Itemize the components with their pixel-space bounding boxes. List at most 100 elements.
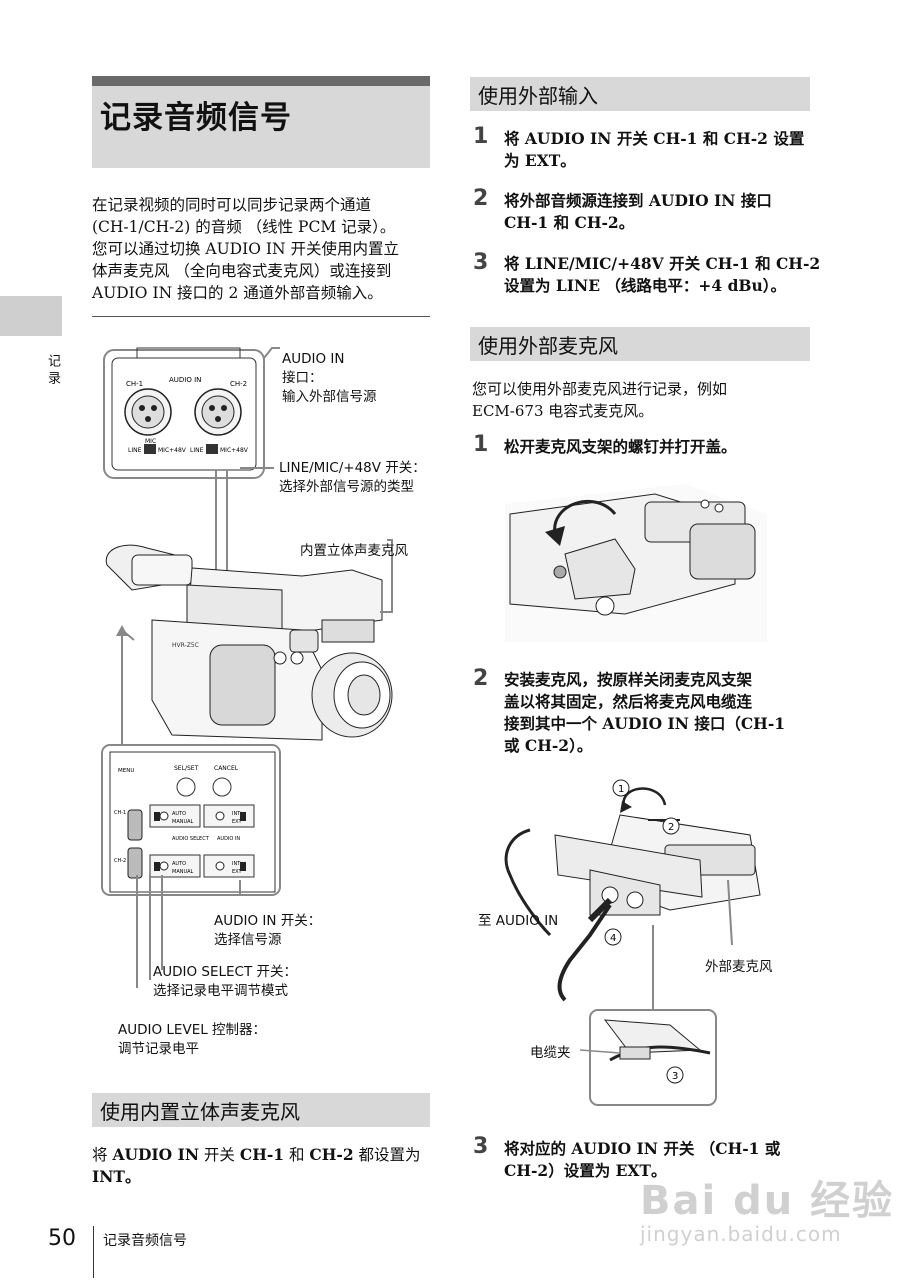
int-label: INT <box>232 861 241 867</box>
step-text: 将对应的 AUDIO IN 开关 （CH-1 或 CH-2）设置为 EXT。 <box>504 1138 780 1182</box>
step-line: 设置为 LINE （线路电平：+4 dBu）。 <box>504 276 787 295</box>
step-line: 将 AUDIO IN 开关 CH-1 和 CH-2 设置 <box>504 129 805 148</box>
internal-mic-instruction: 将 AUDIO IN 开关 CH-1 和 CH-2 都设置为 INT。 <box>92 1144 421 1188</box>
ch1-label: CH-1 <box>126 380 143 388</box>
text-run: CH-1 <box>239 1145 285 1164</box>
intro-line: 您可以使用外部麦克风进行记录，例如 <box>472 380 728 398</box>
baidu-watermark: Bai du 经验 jingyan.baidu.com <box>640 1168 894 1246</box>
callout-line-mic-switch: LINE/MIC/+48V 开关： 选择外部信号源的类型 <box>279 459 426 497</box>
ch1-label: CH-1 <box>114 810 126 816</box>
camera-illustration: HVR-Z5C <box>105 544 393 741</box>
sel-set-button <box>176 777 196 797</box>
step-text: 将 LINE/MIC/+48V 开关 CH-1 和 CH-2 设置为 LINE … <box>504 253 820 297</box>
menu-label: MENU <box>118 768 134 774</box>
callout-audio-in: AUDIO IN 接口： 输入外部信号源 <box>282 350 377 407</box>
callout-line: AUDIO IN <box>282 351 345 367</box>
side-tab <box>0 296 62 336</box>
watermark-logo: Bai du 经验 <box>640 1178 895 1224</box>
intro-line: ECM-673 电容式麦克风。 <box>472 402 654 420</box>
svg-text:HVR-Z5C: HVR-Z5C <box>172 642 199 649</box>
step-number: 1 <box>473 432 489 457</box>
callout-builtin-mic: 内置立体声麦克风 <box>300 543 408 559</box>
step-number: 1 <box>473 124 489 149</box>
text-run: 开关 <box>199 1146 240 1164</box>
marker-label: 3 <box>672 1071 678 1082</box>
side-label: 记录 <box>45 354 60 388</box>
step-marker-3 <box>666 1066 684 1084</box>
callout-line: 选择外部信号源的类型 <box>279 479 414 495</box>
footer-divider <box>93 1226 94 1278</box>
sel-set-label: SEL/SET <box>174 765 199 772</box>
title-block <box>92 86 430 168</box>
ch2-label: CH-2 <box>114 858 126 864</box>
step-line: 或 CH-2）。 <box>504 736 593 755</box>
manual-label: MANUAL <box>172 819 194 825</box>
callout-audio-level: AUDIO LEVEL 控制器： 调节记录电平 <box>118 1021 266 1059</box>
cancel-button <box>212 777 232 797</box>
audio-in-panel-label: AUDIO IN <box>169 376 201 384</box>
line-mic-switch-ch1 <box>144 444 156 454</box>
mic-holder-open-figure <box>505 484 767 642</box>
callout-line: 输入外部信号源 <box>282 389 377 405</box>
line-label: LINE <box>128 447 142 454</box>
title-bar <box>92 76 430 86</box>
callout-cable-clamp: 电缆夹 <box>530 1045 571 1061</box>
callout-line: AUDIO LEVEL 控制器： <box>118 1022 267 1038</box>
builtin-mic-icon <box>321 619 375 643</box>
step-line: 将 LINE/MIC/+48V 开关 CH-1 和 CH-2 <box>504 254 821 273</box>
mic48-label: MIC+48V <box>220 447 249 454</box>
audio-level-dial-ch2 <box>127 847 143 879</box>
audio-in-panel: CH-1 AUDIO IN CH-2 LINE MIC MIC+48V LINE… <box>103 347 265 479</box>
auto-label: AUTO <box>172 811 186 817</box>
step-line: 盖以将其固定，然后将麦克风电缆连 <box>504 692 753 711</box>
camera-audio-diagram: CH-1 AUDIO IN CH-2 LINE MIC MIC+48V LINE… <box>101 347 393 988</box>
line-mic-switch-ch2 <box>206 444 218 454</box>
int-label: INT <box>232 811 241 817</box>
callout-line: LINE/MIC/+48V 开关： <box>279 460 426 476</box>
callout-line: 选择信号源 <box>214 932 282 948</box>
intro-line: (CH-1/CH-2) 的音频 （线性 PCM 记录）。 <box>92 218 396 236</box>
ext-label: EXT <box>232 819 242 825</box>
screw-icon <box>553 565 567 579</box>
step-line: 将外部音频源连接到 AUDIO IN 接口 <box>504 191 772 210</box>
ext-label: EXT <box>232 869 242 875</box>
step-line: 为 EXT。 <box>504 151 576 170</box>
audio-in-switch-panel-label: AUDIO IN <box>217 836 240 842</box>
step-line: 松开麦克风支架的螺钉并打开盖。 <box>504 437 737 456</box>
step-marker-2 <box>662 817 680 835</box>
watermark-url: jingyan.baidu.com <box>640 1222 842 1246</box>
step-text: 将 AUDIO IN 开关 CH-1 和 CH-2 设置 为 EXT。 <box>504 128 804 172</box>
callout-line: 选择记录电平调节模式 <box>153 983 288 999</box>
text-run: 都设置为 <box>353 1146 421 1164</box>
step-line: CH-2）设置为 EXT。 <box>504 1161 667 1180</box>
mic-label: MIC <box>145 438 156 445</box>
line-label: LINE <box>190 447 204 454</box>
step-text: 安装麦克风，按原样关闭麦克风支架 盖以将其固定，然后将麦克风电缆连 接到其中一个… <box>504 669 785 757</box>
step-marker-1 <box>612 779 630 797</box>
step-number: 3 <box>473 250 489 275</box>
audio-select-panel-label: AUDIO SELECT <box>172 836 210 842</box>
step-number: 2 <box>473 186 489 211</box>
section-heading-external-mic: 使用外部麦克风 <box>470 327 810 361</box>
step-text: 松开麦克风支架的螺钉并打开盖。 <box>504 436 737 458</box>
callout-audio-in-switch: AUDIO IN 开关： 选择信号源 <box>214 912 321 950</box>
callout-line: 调节记录电平 <box>118 1041 199 1057</box>
page-number: 50 <box>48 1226 76 1251</box>
mic-holder-icon <box>564 538 636 600</box>
callout-external-mic: 外部麦克风 <box>705 959 773 975</box>
marker-label: 1 <box>618 784 624 795</box>
auto-label: AUTO <box>172 861 186 867</box>
control-panel-detail: MENU SEL/SET CANCEL AUTO MANUAL INT EXT … <box>101 744 281 896</box>
step-line: 接到其中一个 AUDIO IN 接口（CH-1 <box>504 714 786 733</box>
step-line: 将对应的 AUDIO IN 开关 （CH-1 或 <box>504 1139 781 1158</box>
step-line: 安装麦克风，按原样关闭麦克风支架 <box>504 670 753 689</box>
callout-line: 接口： <box>282 370 323 386</box>
cable-clamp-icon <box>619 1046 651 1060</box>
audio-level-dial-ch1 <box>127 809 143 841</box>
text-run: 将 <box>92 1146 113 1164</box>
callout-line: AUDIO SELECT 开关： <box>153 964 298 980</box>
text-run: INT。 <box>92 1167 141 1186</box>
hand-strap <box>209 644 276 726</box>
page-title: 记录音频信号 <box>100 100 292 136</box>
text-run: 和 <box>284 1146 310 1164</box>
